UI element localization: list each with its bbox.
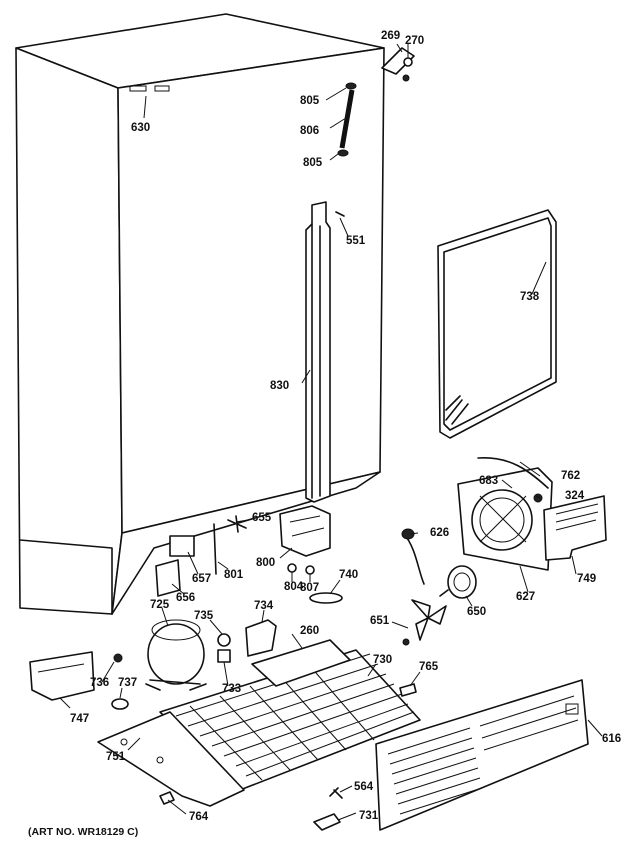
callout-725: 725 xyxy=(150,599,170,611)
callout-616: 616 xyxy=(602,733,621,745)
grille-616 xyxy=(375,679,589,831)
clip-765 xyxy=(399,683,417,697)
callout-730: 730 xyxy=(373,654,392,666)
callout-564: 564 xyxy=(354,781,374,793)
drain-tube-801 xyxy=(213,523,217,575)
spacer-rod xyxy=(337,82,357,157)
clip-733 xyxy=(217,649,231,663)
defrost-valve-800 xyxy=(279,505,331,557)
clip-731 xyxy=(313,813,341,831)
screw-564 xyxy=(329,787,343,799)
fan-shroud-627 xyxy=(457,467,553,571)
nut-651 xyxy=(402,638,410,646)
bolt-736 xyxy=(113,653,123,663)
relay-657 xyxy=(169,535,195,557)
callout-733: 733 xyxy=(222,683,241,695)
callout-800: 800 xyxy=(256,557,275,569)
bracket-656 xyxy=(155,559,181,597)
callout-731: 731 xyxy=(359,810,379,822)
callout-765: 765 xyxy=(419,661,439,673)
callout-735: 735 xyxy=(194,610,214,622)
callout-801: 801 xyxy=(224,569,244,581)
defrost-tube-762 xyxy=(477,457,549,489)
fan-motor-650 xyxy=(439,565,477,599)
callout-738: 738 xyxy=(520,291,540,303)
callout-labels: 269 270 805 806 805 630 551 738 830 762 … xyxy=(70,30,621,823)
overload-734 xyxy=(245,619,277,657)
callout-551: 551 xyxy=(346,235,366,247)
grommet-735 xyxy=(217,633,231,647)
callout-747: 747 xyxy=(70,713,89,725)
evaporator-gasket-frame xyxy=(437,209,557,439)
drain-pan-260 xyxy=(251,639,351,687)
callout-737: 737 xyxy=(118,677,137,689)
base-pan-751 xyxy=(97,711,245,807)
grommet-324 xyxy=(533,493,543,503)
callout-656: 656 xyxy=(176,592,195,604)
callout-736: 736 xyxy=(90,677,109,689)
callout-260: 260 xyxy=(300,625,319,637)
callout-749: 749 xyxy=(577,573,596,585)
callout-627: 627 xyxy=(516,591,535,603)
callout-657: 657 xyxy=(192,573,211,585)
callout-269: 269 xyxy=(381,30,400,42)
callout-830: 830 xyxy=(270,380,289,392)
callout-751: 751 xyxy=(106,751,126,763)
clip-655 xyxy=(227,515,247,533)
grommet-737 xyxy=(111,698,129,710)
top-hinge xyxy=(381,47,415,82)
clip-807 xyxy=(305,565,315,575)
callout-270: 270 xyxy=(405,35,424,47)
callout-805-top: 805 xyxy=(300,95,320,107)
callout-805-bottom: 805 xyxy=(303,157,323,169)
control-board-749 xyxy=(543,495,607,561)
callout-650: 650 xyxy=(467,606,486,618)
clip-804 xyxy=(287,563,297,573)
fan-blade-651 xyxy=(411,599,447,641)
callout-655: 655 xyxy=(252,512,272,524)
callout-324: 324 xyxy=(565,490,585,502)
thermistor-626 xyxy=(401,528,425,585)
leader-lines xyxy=(59,43,603,821)
callout-651: 651 xyxy=(370,615,390,627)
callout-630: 630 xyxy=(131,122,150,134)
callout-807: 807 xyxy=(300,582,319,594)
callout-626: 626 xyxy=(430,527,449,539)
heater-740 xyxy=(309,592,343,604)
screw-551 xyxy=(335,211,345,217)
callout-683: 683 xyxy=(479,475,498,487)
callout-806: 806 xyxy=(300,125,319,137)
callout-804: 804 xyxy=(284,581,304,593)
center-channel xyxy=(305,201,331,503)
compressor-725 xyxy=(145,619,207,691)
callout-734: 734 xyxy=(254,600,274,612)
clip-764 xyxy=(159,791,175,805)
callout-740: 740 xyxy=(339,569,358,581)
callout-762: 762 xyxy=(561,470,580,482)
art-number: (ART NO. WR18129 C) xyxy=(28,826,138,838)
callout-764: 764 xyxy=(189,811,209,823)
bracket-747 xyxy=(29,651,95,701)
